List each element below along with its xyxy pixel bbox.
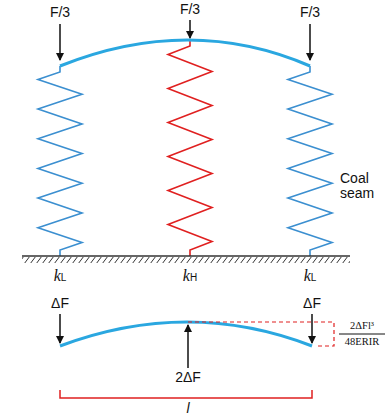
- force-arrow: [187, 325, 189, 368]
- force-label: F/3: [300, 5, 320, 20]
- fraction-bar: [339, 334, 385, 335]
- span-bracket: [60, 390, 312, 398]
- force-arrow: [309, 24, 311, 60]
- span-label: l: [186, 401, 189, 416]
- force-arrow: [59, 314, 61, 343]
- spring: [288, 66, 332, 256]
- force-label: F/3: [50, 5, 70, 20]
- force-label: ΔF: [51, 296, 69, 311]
- force-arrow: [311, 314, 313, 343]
- beam: [60, 322, 312, 346]
- force-label: F/3: [180, 2, 200, 17]
- formula-denominator: 48ERIR: [345, 336, 379, 348]
- force-label: ΔF: [303, 296, 321, 311]
- stiffness-label: kL: [304, 267, 317, 285]
- ground: [22, 255, 350, 257]
- beam: [60, 40, 310, 66]
- force-arrow: [189, 20, 191, 38]
- force-label: 2ΔF: [175, 370, 201, 385]
- ground-hatch: [22, 257, 350, 263]
- spring: [168, 40, 212, 256]
- formula-numerator: 2ΔFl³: [350, 320, 374, 332]
- spring: [38, 66, 82, 256]
- material-label: Coal seam: [340, 171, 384, 202]
- stiffness-label: kL: [54, 267, 67, 285]
- deflection-marker: [188, 322, 334, 346]
- force-arrow: [59, 24, 61, 60]
- stiffness-label: kH: [183, 267, 197, 285]
